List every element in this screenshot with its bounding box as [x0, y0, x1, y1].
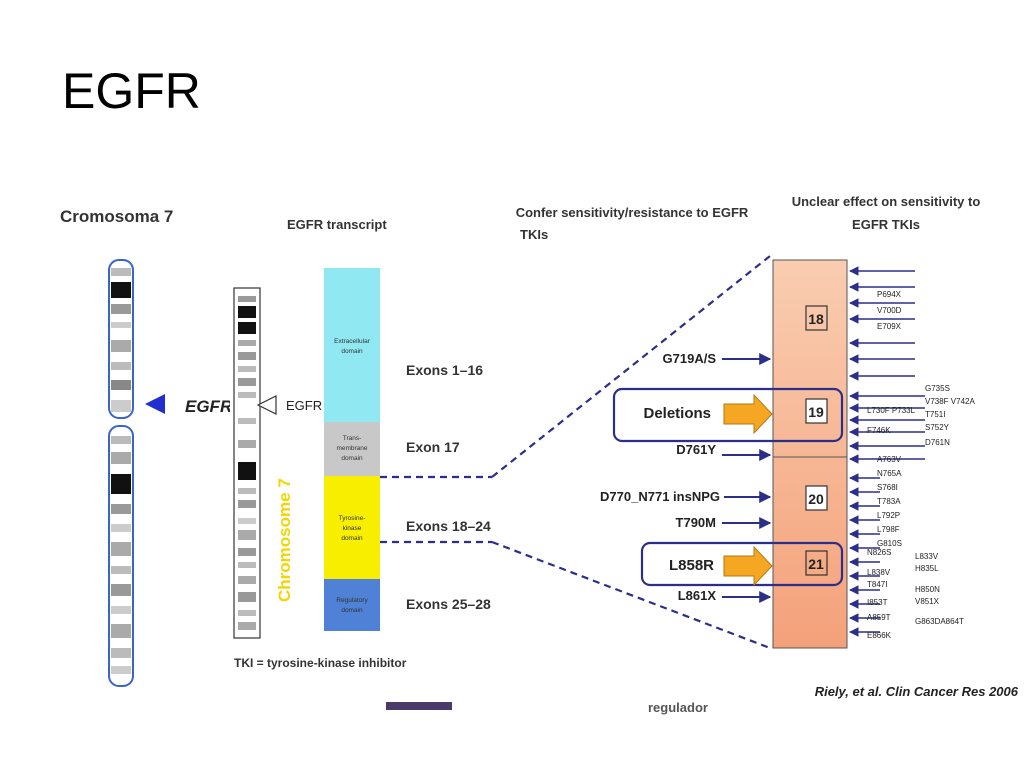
left-arrows — [722, 353, 772, 603]
header-left-line1: Confer sensitivity/resistance to EGFR — [516, 205, 749, 220]
mut-r-20: I853T — [867, 598, 888, 607]
mutation-t790m: T790M — [676, 515, 716, 530]
mut-r-3: G735S — [925, 384, 950, 393]
domain-regulatory-label-2: domain — [341, 607, 363, 614]
mut-r-8: S752Y — [925, 423, 950, 432]
exon-18-box — [805, 305, 828, 331]
domain-regulatory-label-1: Regulatory — [336, 597, 368, 604]
deletions-arrow — [723, 393, 773, 435]
domain-regulatory — [324, 579, 380, 631]
mut-r-15: L798F — [877, 525, 900, 534]
exons-tyrosine-kinase: Exons 18–24 — [406, 518, 491, 534]
chromosome-ideogram — [108, 259, 134, 687]
exons-regulatory: Exons 25–28 — [406, 596, 491, 612]
chromosome-gene-label: EGFR — [185, 397, 233, 416]
domain-transmembrane-label-2: membrane — [336, 445, 367, 452]
mut-r2-2: H850N — [915, 585, 940, 594]
header-right-line1: Unclear effect on sensitivity to — [792, 194, 981, 209]
transcript-ideogram-label: Chromosome 7 — [275, 478, 294, 602]
domain-extracellular-label-1: Extracellular — [334, 338, 371, 345]
domain-tyrosine-kinase — [324, 476, 380, 579]
domain-extracellular-label-2: domain — [341, 348, 363, 355]
mut-r2-3: V851X — [915, 597, 940, 606]
exon-18-label: 18 — [808, 311, 824, 327]
mut-r-2: E709X — [877, 322, 902, 331]
mut-r-13: T783A — [877, 497, 901, 506]
right-arrows — [849, 266, 925, 637]
exon-20-box — [805, 485, 828, 511]
header-right-line2: EGFR TKIs — [852, 217, 920, 232]
mut-r-19: T847I — [867, 580, 887, 589]
mut-r-5: L730F P733L — [867, 406, 916, 415]
mutation-l858r: L858R — [669, 557, 714, 574]
mut-r-18: L838V — [867, 568, 891, 577]
mutation-d770: D770_N771 insNPG — [600, 489, 720, 504]
domain-transmembrane — [324, 422, 380, 476]
zoom-connectors — [380, 255, 771, 650]
mut-r2-0: L833V — [915, 552, 939, 561]
mut-r-16: G810S — [877, 539, 902, 548]
mutation-d761y: D761Y — [676, 442, 716, 457]
exons-transmembrane: Exon 17 — [406, 439, 460, 455]
domain-tk-label-1: Tyrosine- — [339, 515, 366, 522]
exon-21-label: 21 — [808, 556, 824, 572]
deletions-highlight — [612, 387, 844, 443]
transcript-marker-label: EGFR — [286, 398, 322, 413]
citation: Riely, et al. Clin Cancer Res 2006 — [815, 684, 1019, 699]
exon-21-box — [805, 550, 828, 576]
right-mutation-labels: P694X V700D E709X G735S V738F V742A L730… — [867, 290, 975, 640]
domain-tk-label-2: kinase — [343, 525, 362, 532]
l858r-highlight — [640, 541, 844, 587]
stray-text: regulador — [648, 700, 708, 715]
exon-panel — [772, 259, 848, 649]
mut-r-1: V700D — [877, 306, 902, 315]
mut-r-12: S768I — [877, 483, 898, 492]
egfr-marker-triangle — [256, 395, 277, 415]
mutation-g719: G719A/S — [663, 351, 717, 366]
exon-20-label: 20 — [808, 491, 824, 507]
header-left-line2: TKIs — [520, 227, 548, 242]
exons-extracellular: Exons 1–16 — [406, 362, 483, 378]
slide-title: EGFR — [62, 63, 201, 119]
mut-r2-1: H835L — [915, 564, 939, 573]
mut-r-7: F746K — [867, 426, 891, 435]
domain-tk-label-3: domain — [341, 535, 363, 542]
mut-r-4: V738F V742A — [925, 397, 975, 406]
domain-transmembrane-label-3: domain — [341, 455, 363, 462]
transcript-ideogram — [233, 287, 261, 639]
exon-19-box — [805, 398, 828, 424]
chromosome-title: Cromosoma 7 — [60, 207, 173, 226]
l858r-arrow — [723, 545, 773, 587]
mutation-deletions: Deletions — [643, 405, 711, 422]
mut-r-21: A859T — [867, 613, 891, 622]
mut-r-17: N826S — [867, 548, 891, 557]
transcript-title: EGFR transcript — [287, 217, 387, 232]
mut-r-11: N765A — [877, 469, 902, 478]
mut-r-10: A763V — [877, 455, 902, 464]
mut-r-9: D761N — [925, 438, 950, 447]
mutation-l861x: L861X — [678, 588, 717, 603]
egfr-locus-pointer — [145, 394, 165, 414]
domain-transmembrane-label-1: Trans- — [343, 435, 362, 442]
mut-r-14: L792P — [877, 511, 900, 520]
domain-extracellular — [324, 268, 380, 422]
mut-r2-4: G863DA864T — [915, 617, 964, 626]
mut-r-0: P694X — [877, 290, 902, 299]
exon-19-label: 19 — [808, 404, 824, 420]
mut-r-6: T751I — [925, 410, 945, 419]
tki-footnote: TKI = tyrosine-kinase inhibitor — [234, 656, 407, 670]
hidden-bar — [386, 702, 452, 710]
mut-r-22: E866K — [867, 631, 892, 640]
